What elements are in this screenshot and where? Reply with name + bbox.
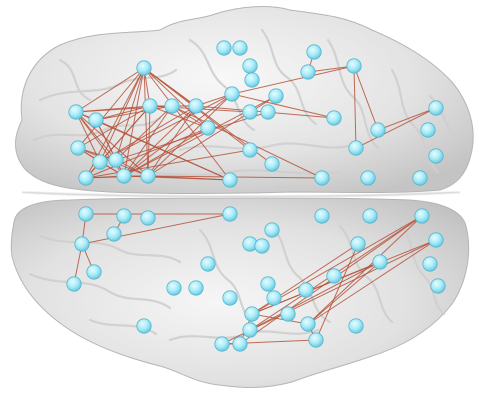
region-node — [243, 323, 257, 337]
region-node — [265, 157, 279, 171]
region-node — [87, 265, 101, 279]
region-node — [109, 153, 123, 167]
region-node — [233, 41, 247, 55]
region-node — [243, 59, 257, 73]
region-node — [429, 149, 443, 163]
region-node — [327, 111, 341, 125]
region-node — [215, 337, 229, 351]
region-node — [223, 173, 237, 187]
region-node — [429, 233, 443, 247]
region-node — [301, 65, 315, 79]
region-node — [243, 143, 257, 157]
region-node — [167, 281, 181, 295]
region-node — [363, 209, 377, 223]
region-node — [307, 45, 321, 59]
region-node — [349, 141, 363, 155]
region-node — [143, 99, 157, 113]
region-node — [245, 307, 259, 321]
region-node — [261, 277, 275, 291]
region-node — [431, 279, 445, 293]
region-node — [79, 207, 93, 221]
region-node — [261, 105, 275, 119]
region-node — [233, 337, 247, 351]
region-node — [141, 169, 155, 183]
region-node — [165, 99, 179, 113]
region-node — [361, 171, 375, 185]
region-node — [255, 239, 269, 253]
region-node — [301, 317, 315, 331]
region-node — [315, 209, 329, 223]
region-node — [107, 227, 121, 241]
lower-hemisphere — [11, 198, 468, 388]
region-node — [415, 209, 429, 223]
region-node — [269, 89, 283, 103]
region-node — [75, 237, 89, 251]
region-node — [373, 255, 387, 269]
region-node — [413, 171, 427, 185]
region-node — [351, 237, 365, 251]
region-node — [225, 87, 239, 101]
region-node — [429, 101, 443, 115]
region-node — [189, 281, 203, 295]
region-node — [265, 223, 279, 237]
region-node — [281, 307, 295, 321]
region-node — [423, 257, 437, 271]
region-node — [243, 105, 257, 119]
region-node — [137, 61, 151, 75]
region-node — [89, 113, 103, 127]
region-node — [141, 211, 155, 225]
region-node — [267, 291, 281, 305]
region-node — [137, 319, 151, 333]
region-node — [71, 141, 85, 155]
region-node — [117, 209, 131, 223]
region-node — [69, 105, 83, 119]
region-node — [93, 155, 107, 169]
region-node — [245, 73, 259, 87]
region-node — [189, 99, 203, 113]
region-node — [217, 41, 231, 55]
region-node — [327, 269, 341, 283]
region-node — [299, 283, 313, 297]
region-node — [347, 59, 361, 73]
region-node — [309, 333, 323, 347]
region-node — [117, 169, 131, 183]
region-node — [315, 171, 329, 185]
region-node — [371, 123, 385, 137]
region-node — [67, 277, 81, 291]
region-node — [223, 207, 237, 221]
region-node — [201, 121, 215, 135]
region-node — [421, 123, 435, 137]
region-node — [223, 291, 237, 305]
region-node — [349, 319, 363, 333]
upper-hemisphere — [16, 7, 474, 194]
region-node — [79, 171, 93, 185]
region-node — [201, 257, 215, 271]
